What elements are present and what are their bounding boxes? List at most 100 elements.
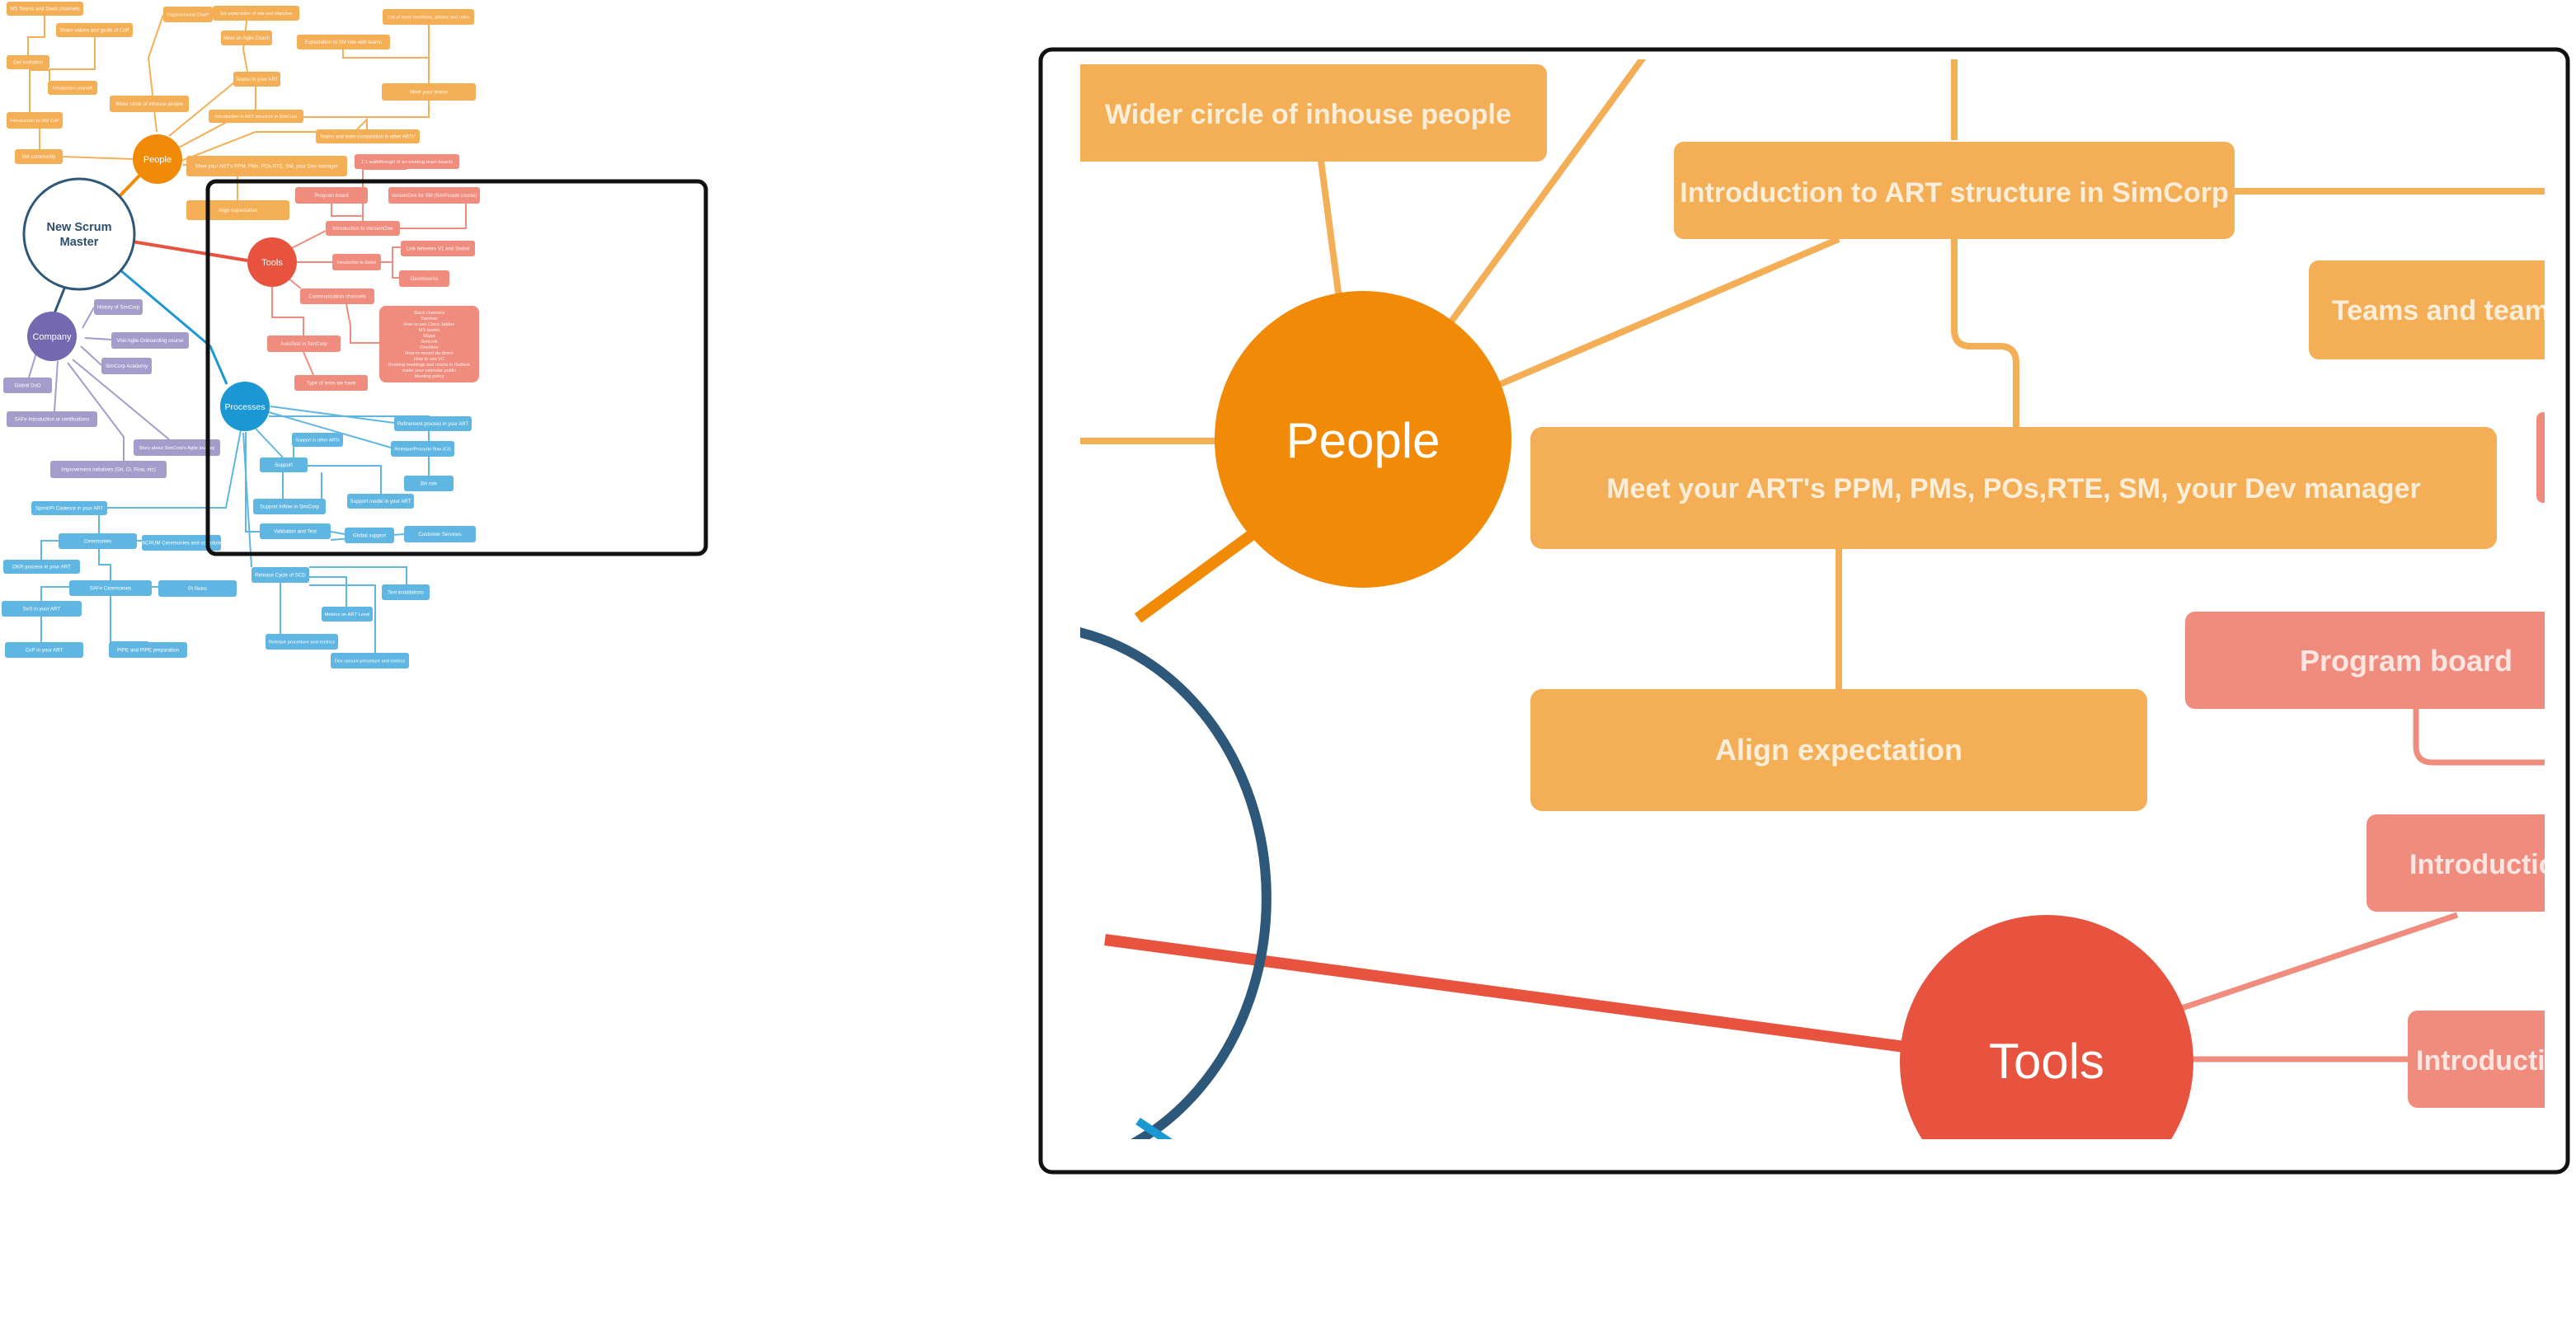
hub-tools[interactable]: Tools xyxy=(247,237,297,287)
node-communication-channels[interactable]: Communication channels xyxy=(300,289,374,304)
node-label: SM community xyxy=(22,154,57,160)
node-visit-agile-onboarding-course[interactable]: Visit Agile Onboarding course xyxy=(111,332,189,349)
node-test-installations[interactable]: Test installations xyxy=(382,584,430,600)
node-improvement-initiatives-git-ci-flow-etc[interactable]: Improvement initiatives (Git, CI, Flow, … xyxy=(50,461,167,478)
node-list-of-team-members-photos-and-roles[interactable]: List of team members, photos and roles xyxy=(383,9,474,25)
node-safe-ceremonies[interactable]: SAFe Ceremonies xyxy=(69,580,152,596)
node-meet-an-agile-coach[interactable]: Meet an Agile Coach xyxy=(221,30,272,45)
node-autotest-in-simcorp[interactable]: AutoTest in SimCorp xyxy=(267,335,341,352)
zoom-node-intro-art[interactable]: Introduction to ART structure in SimCorp xyxy=(1674,142,2235,239)
node-introduction-to-art-structure-in-simcorp[interactable]: Introduction to ART structure in SimCorp xyxy=(209,110,303,123)
zoom-node-intro-cut-1[interactable]: Introductio xyxy=(2367,814,2576,912)
node-pipe-and-pipe-preparation[interactable]: PIPE and PIPE preparation xyxy=(109,642,187,658)
node-okr-process-in-your-art[interactable]: OKR process in your ART xyxy=(3,560,80,574)
node-1-1-walkthrough-of-an-existing-team-boar[interactable]: 1:1 walkthrough of an existing team boar… xyxy=(355,154,459,169)
node-meet-your-art-s-ppm-pms-pos-rte-sm-your-[interactable]: Meet your ART's PPM, PMs, POs,RTE, SM, y… xyxy=(186,156,347,176)
node-align-expectation[interactable]: Align expectation xyxy=(186,200,289,220)
node-label: Improvement initiatives (Git, CI, Flow, … xyxy=(61,467,156,473)
node-label: Validation and Test xyxy=(274,529,317,535)
communication-item: Slack channels xyxy=(414,311,445,316)
node-type-of-tests-we-have[interactable]: Type of tests we have xyxy=(294,375,368,391)
node-label: Introduction to ART structure in SimCorp xyxy=(215,115,297,120)
node-link-between-v1-and-siebel[interactable]: Link between V1 and Siebel xyxy=(401,241,475,256)
connector-line xyxy=(98,549,111,580)
node-metrics-on-art-level[interactable]: Metrics on ART Level xyxy=(322,607,373,622)
node-wider-circle-of-inhouse-people[interactable]: Wider circle of inhouse people xyxy=(110,96,189,112)
hub-people[interactable]: People xyxy=(133,134,182,184)
node-introduction-yourself[interactable]: Introduction yourself xyxy=(48,81,97,95)
node-pi-retro[interactable]: PI Retro xyxy=(158,580,237,597)
node-release-promote-flow-ci[interactable]: Release/Promote flow (CI) xyxy=(391,441,454,457)
hub-processes[interactable]: Processes xyxy=(220,382,270,431)
node-label: Introduction to SM CoP xyxy=(10,119,59,124)
connector-line xyxy=(255,428,284,458)
node-expectation-to-sm-role-with-teams[interactable]: Expectation to SM role with teams xyxy=(297,35,390,49)
node-global-support[interactable]: Global support xyxy=(345,528,394,543)
zoom-node-align[interactable]: Align expectation xyxy=(1530,689,2147,811)
node-program-board[interactable]: Program board xyxy=(295,187,368,204)
node-simcorp-academy[interactable]: SimCorp Academy xyxy=(101,358,152,374)
node-ceremonies[interactable]: Ceremonies xyxy=(59,533,137,549)
zoom-hub-tools[interactable]: Tools xyxy=(1900,915,2193,1208)
zoom-node-wider[interactable]: Wider circle of inhouse people xyxy=(1064,64,1547,162)
zoom-connectors xyxy=(1080,59,2545,1139)
node-label: Organizational Chart* xyxy=(167,12,209,17)
node-support[interactable]: Support xyxy=(260,457,308,472)
zoom-node-program-board[interactable]: Program board xyxy=(2185,612,2556,709)
zoom-node-intro-cut-2[interactable]: Introductio xyxy=(2408,1011,2576,1108)
hub-company[interactable]: Company xyxy=(27,312,77,361)
zoom-node-teams-cut[interactable]: Teams and team xyxy=(2309,260,2573,359)
zoom-label-wider: Wider circle of inhouse people xyxy=(1105,99,1511,130)
node-support-inflow-in-simcorp[interactable]: Support Inflow in SimCorp xyxy=(253,499,326,514)
zoom-label-intro-cut-2: Introductio xyxy=(2416,1045,2563,1077)
connector-line xyxy=(72,359,170,440)
node-label: Wider circle of inhouse people xyxy=(115,101,184,107)
node-share-values-and-goals-of-cop[interactable]: Share values and goals of CoP xyxy=(56,23,133,37)
connector-line xyxy=(119,268,228,385)
node-teams-in-your-art[interactable]: Teams in your ART xyxy=(233,72,280,87)
node-meet-your-teams[interactable]: Meet your teams xyxy=(382,83,476,101)
node-introduction-to-versionone[interactable]: Introduction to VersionOne xyxy=(326,221,400,236)
node-validation-and-test[interactable]: Validation and Test xyxy=(260,523,331,539)
node-customer-services[interactable]: Customer Services xyxy=(404,526,476,542)
node-sprint-pi-cadence-in-your-art[interactable]: Sprint/PI Cadence in your ART xyxy=(31,501,107,515)
zoom-node-meet-art[interactable]: Meet your ART's PPM, PMs, POs,RTE, SM, y… xyxy=(1530,427,2497,549)
zoom-hub-people[interactable]: People xyxy=(1215,291,1511,588)
node-label: 1:1 walkthrough of an existing team boar… xyxy=(361,160,454,165)
connector-line xyxy=(53,284,68,314)
node-safe-introduction-or-certifications[interactable]: SAFe Introduction or certifications xyxy=(7,411,97,427)
node-label: Release/Promote flow (CI) xyxy=(394,448,450,453)
node-support-in-other-arts[interactable]: Support in other ARTs xyxy=(292,433,343,447)
node-get-invitation[interactable]: Get invitation xyxy=(7,55,49,69)
node-dashboards[interactable]: Dashboards xyxy=(399,270,449,287)
hub-label: Company xyxy=(32,332,72,342)
node-scrum-ceremonies-and-schedule[interactable]: SCRUM Ceremonies and schedule xyxy=(142,535,222,551)
node-global-dod[interactable]: Global DoD xyxy=(3,378,52,393)
node-ms-teams-and-slack-channels[interactable]: MS Teams and Slack channels xyxy=(7,2,83,16)
node-story-about-simcorp-s-agile-journey[interactable]: Story about SimCorp's Agile journey xyxy=(134,439,220,456)
node-release-cycle-of-scd[interactable]: Release Cycle of SCD xyxy=(251,567,309,583)
communication-item: How to use Cisco Jabber xyxy=(403,322,454,327)
node-dev-closure-procedure-and-metrics[interactable]: Dev closure procedure and metrics xyxy=(331,653,409,668)
node-teams-and-team-composition-in-other-arts[interactable]: Teams and team composition in other ARTs… xyxy=(316,129,420,143)
node-label: Meet your ART's PPM, PMs, POs,RTE, SM, y… xyxy=(195,164,338,170)
node-release-procedure-and-metrics[interactable]: Release procedure and metrics xyxy=(266,634,338,650)
node-cop-in-your-art[interactable]: CoP in your ART xyxy=(5,642,83,658)
node-organizational-chart[interactable]: Organizational Chart* xyxy=(163,7,213,22)
node-ba-role[interactable]: BA role xyxy=(404,476,454,491)
node-set-expectation-of-role-and-objective[interactable]: Set expectation of role and objective xyxy=(213,6,299,21)
connector-line xyxy=(381,246,401,263)
node-versionone-for-sm-simpeople-course[interactable]: VersionOne for SM (SimPeople course) xyxy=(388,187,480,204)
node-label: Test installations xyxy=(388,591,424,596)
communication-item: Booking meetings and rooms in Outlook xyxy=(388,363,470,368)
node-sm-community[interactable]: SM community xyxy=(15,149,63,164)
node-introduction-to-sm-cop[interactable]: Introduction to SM CoP xyxy=(7,112,63,129)
node-support-model-in-your-art[interactable]: Support model in your ART xyxy=(347,494,414,509)
node-history-of-simcorp[interactable]: History of SimCorp xyxy=(94,299,143,315)
node-introduction-to-siebel[interactable]: Introduction to Siebel xyxy=(332,254,381,270)
node-sos-in-your-art[interactable]: SoS in your ART xyxy=(2,601,82,617)
node-refinement-process-in-your-art[interactable]: Refinement process in your ART xyxy=(394,416,472,431)
node-label: CoP in your ART xyxy=(26,648,63,654)
